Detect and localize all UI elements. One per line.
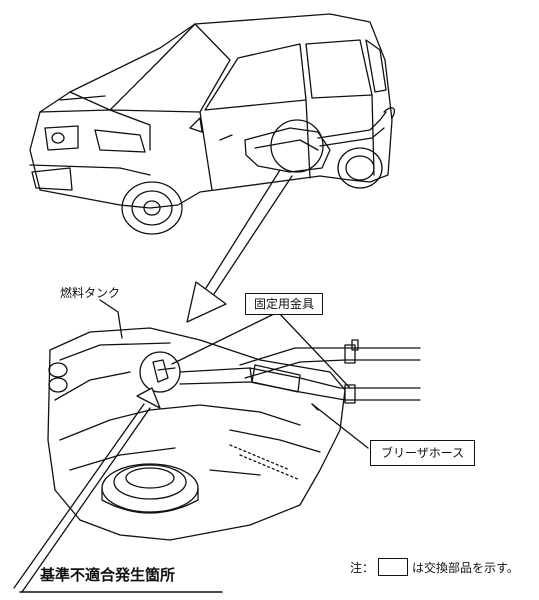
- leader-lines: [13, 299, 369, 593]
- car-illustration: [29, 13, 396, 235]
- zoom-arrow: [186, 169, 293, 323]
- defect-location-label: 基準不適合発生箇所: [40, 566, 176, 584]
- replacement-note: 注： は交換部品を示す。: [350, 558, 519, 576]
- note-legend-box: [378, 558, 409, 576]
- note-suffix: は交換部品を示す。: [412, 560, 519, 575]
- note-prefix: 注：: [350, 560, 375, 575]
- breather-hose-label: ブリーザホース: [370, 440, 476, 466]
- fuel-tank-label: 燃料タンク: [60, 286, 121, 300]
- fixing-bracket-label: 固定用金具: [245, 293, 324, 315]
- fuel-tank-detail: [47, 327, 421, 541]
